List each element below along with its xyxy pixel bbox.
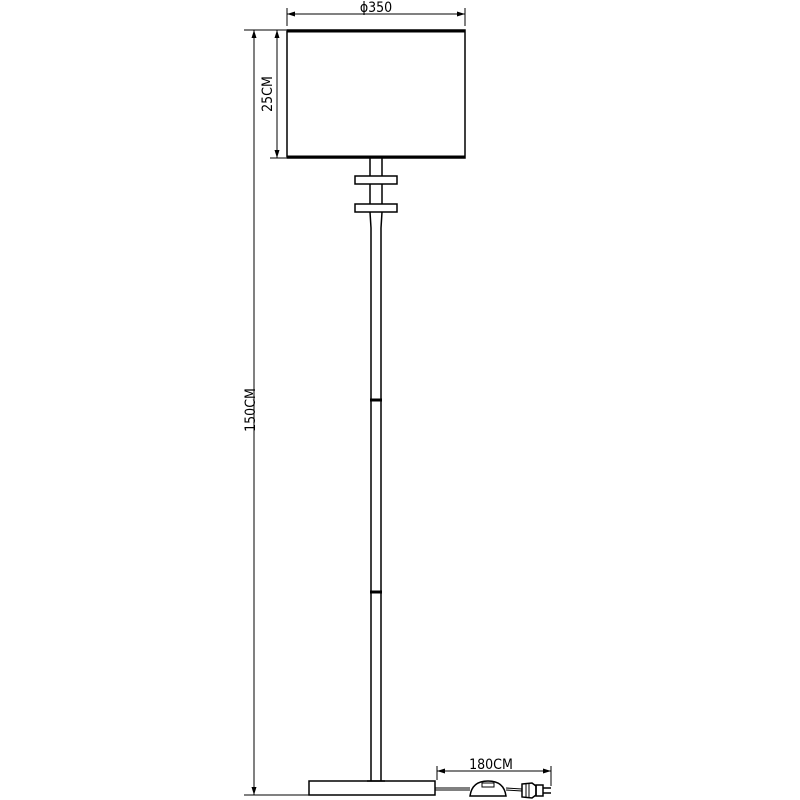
power-cable-to-plug <box>505 787 523 792</box>
total-height-dimension: 150CM <box>243 29 310 796</box>
decorative-disc-lower <box>354 203 398 213</box>
shade-diameter-label: ϕ350 <box>360 0 392 16</box>
stem-upper <box>369 158 383 176</box>
cable-length-label: 180CM <box>469 757 513 773</box>
stem-middle <box>369 184 383 204</box>
lamp-shade <box>286 29 466 159</box>
lamp-pole <box>367 211 385 782</box>
lamp-base <box>308 780 436 796</box>
total-height-label: 150CM <box>243 388 259 432</box>
shade-height-label: 25CM <box>260 76 276 112</box>
shade-height-dimension: 25CM <box>260 29 286 159</box>
foot-switch <box>469 780 507 797</box>
cable-length-dimension: 180CM <box>436 757 552 786</box>
shade-diameter-dimension: ϕ350 <box>286 0 466 26</box>
power-cable <box>435 787 470 791</box>
plug-icon <box>521 782 551 799</box>
decorative-disc-upper <box>354 175 398 185</box>
